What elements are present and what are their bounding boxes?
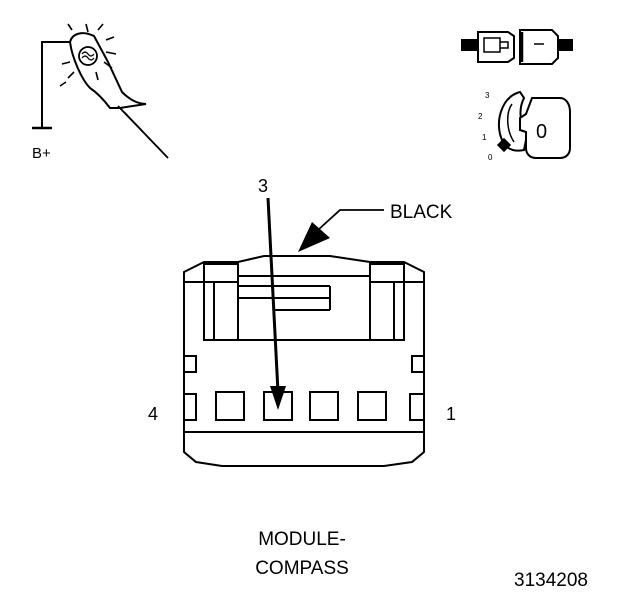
pin-left-label: 4: [148, 404, 158, 424]
connector-face: [183, 255, 425, 467]
pin-callout-label: 3: [258, 176, 268, 196]
ignition-key-icon: [496, 90, 571, 159]
figure-id: 3134208: [514, 570, 588, 591]
ignition-position-3: 3: [485, 91, 490, 100]
color-callout-leader: [298, 209, 384, 252]
ignition-position-1: 1: [482, 133, 487, 142]
ignition-position-0: 0: [488, 153, 493, 162]
ground-label: B+: [32, 145, 51, 162]
connector-caption-line1: MODULE-: [258, 529, 346, 550]
pin-right-label: 1: [446, 404, 456, 424]
test-lamp-icon: [32, 23, 169, 159]
ignition-positions: 3 2 1 0: [478, 91, 493, 162]
disconnected-connector-icon: [461, 29, 573, 65]
pin-callout-arrow: [266, 197, 286, 410]
ignition-position-2: 2: [478, 112, 483, 121]
connector-caption-line2: COMPASS: [255, 558, 349, 579]
connector-color-label: BLACK: [390, 202, 453, 223]
key-symbol: 0: [536, 121, 547, 143]
